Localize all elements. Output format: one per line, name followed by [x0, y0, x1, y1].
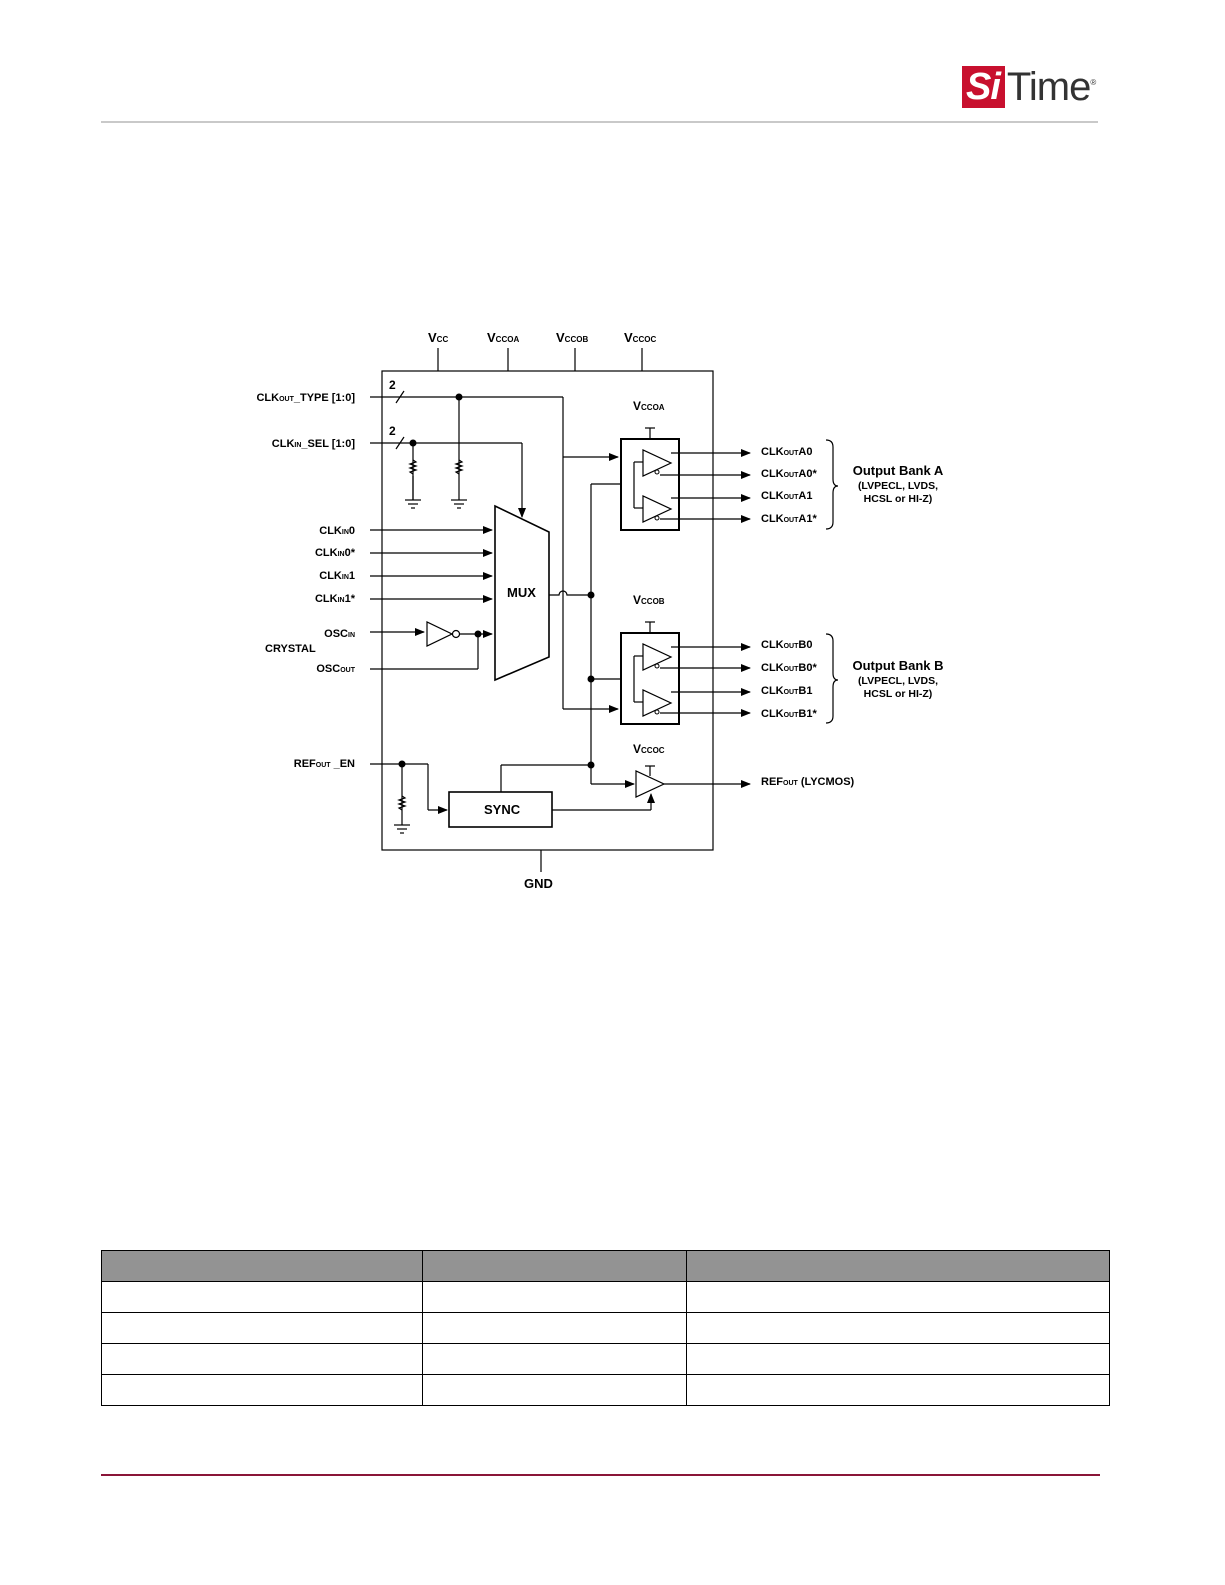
- table-cell: [422, 1312, 687, 1344]
- logo-badge: Si: [962, 66, 1005, 108]
- table-cell: [101, 1312, 423, 1344]
- bank-b-line2: HCSL or HI-Z): [864, 688, 933, 700]
- table-cell: [422, 1343, 687, 1375]
- buffer-bank-a: [620, 427, 680, 531]
- bank-a-line2: HCSL or HI-Z): [864, 493, 933, 505]
- buffer-bank-b: [620, 621, 680, 725]
- data-table: [101, 1250, 1110, 1406]
- supply-vcc: VCC: [428, 330, 448, 345]
- supply-pins: [437, 348, 643, 872]
- label-oscout: OSCOUT: [316, 663, 355, 675]
- table-cell: [686, 1312, 1110, 1344]
- table-header-row: [101, 1250, 1110, 1282]
- bus-width-2: 2: [389, 424, 396, 438]
- table-cell: [686, 1281, 1110, 1313]
- header-rule: [101, 121, 1098, 123]
- table-header-cell: [101, 1250, 423, 1282]
- footer-rule: [101, 1474, 1100, 1476]
- supply-vccob: VCCOB: [556, 330, 588, 345]
- bank-a-line1: (LVPECL, LVDS,: [858, 480, 938, 492]
- label-clkin1n: CLKIN1*: [315, 593, 356, 605]
- bank-a-supply: VCCOA: [633, 399, 665, 413]
- table-row: [101, 1343, 1110, 1375]
- bank-b-title: Output Bank B: [853, 658, 944, 673]
- label-clkout-type: CLKOUT_TYPE [1:0]: [256, 392, 355, 404]
- table-cell: [422, 1374, 687, 1406]
- label-crystal: CRYSTAL: [265, 643, 316, 655]
- sync-label: SYNC: [484, 802, 521, 817]
- table-cell: [101, 1374, 423, 1406]
- table-row: [101, 1281, 1110, 1313]
- output-clkout-a1: CLKOUTA1: [761, 490, 812, 502]
- table-row: [101, 1374, 1110, 1406]
- bank-b-supply: VCCOB: [633, 593, 665, 607]
- table-row: [101, 1312, 1110, 1344]
- bank-braces: [825, 439, 839, 724]
- sync-block: [448, 791, 553, 828]
- mux-label: MUX: [507, 585, 536, 600]
- table-cell: [422, 1281, 687, 1313]
- table-cell: [686, 1343, 1110, 1375]
- label-clkin0: CLKIN0: [319, 525, 355, 537]
- output-clkout-b1n: CLKOUTB1*: [761, 708, 817, 720]
- output-clkout-b0n: CLKOUTB0*: [761, 662, 817, 674]
- output-clkout-b1: CLKOUTB1: [761, 685, 812, 697]
- gnd-label: GND: [524, 876, 553, 891]
- chip-outline: [381, 370, 714, 851]
- output-clkout-b0: CLKOUTB0: [761, 639, 812, 651]
- label-refout-en: REFOUT _EN: [294, 758, 355, 770]
- sitime-logo: Si Time ®: [962, 66, 1096, 108]
- table-cell: [101, 1281, 423, 1313]
- logo-wordmark: Time: [1006, 65, 1091, 109]
- refout-supply: VCCOC: [633, 742, 665, 756]
- logo-registered-mark: ®: [1090, 78, 1097, 87]
- bank-b-line1: (LVPECL, LVDS,: [858, 675, 938, 687]
- output-clkout-a1n: CLKOUTA1*: [761, 513, 817, 525]
- pulldown-resistors: [394, 459, 467, 834]
- label-oscin: OSCIN: [324, 628, 355, 640]
- output-lines: [660, 449, 751, 788]
- refout-buffer: [635, 765, 666, 798]
- supply-vccoa: VCCOA: [487, 330, 519, 345]
- label-clkin1: CLKIN1: [319, 570, 355, 582]
- mux-block: [494, 504, 550, 682]
- oscillator-inverter: [426, 621, 461, 647]
- label-clkin0n: CLKIN0*: [315, 547, 356, 559]
- output-clkout-a0: CLKOUTA0: [761, 446, 812, 458]
- bus-width-1: 2: [389, 378, 396, 392]
- table-header-cell: [422, 1250, 687, 1282]
- table-cell: [686, 1374, 1110, 1406]
- bank-a-title: Output Bank A: [853, 463, 944, 478]
- supply-vccoc: VCCOC: [624, 330, 656, 345]
- table-cell: [101, 1343, 423, 1375]
- block-diagram: VCC VCCOA VCCOB VCCOC GND CLKOUT_TYPE [1…: [256, 330, 944, 891]
- output-refout: REFOUT (LYCMOS): [761, 776, 855, 788]
- output-clkout-a0n: CLKOUTA0*: [761, 468, 817, 480]
- table-header-cell: [686, 1250, 1110, 1282]
- label-clkin-sel: CLKIN_SEL [1:0]: [272, 438, 356, 450]
